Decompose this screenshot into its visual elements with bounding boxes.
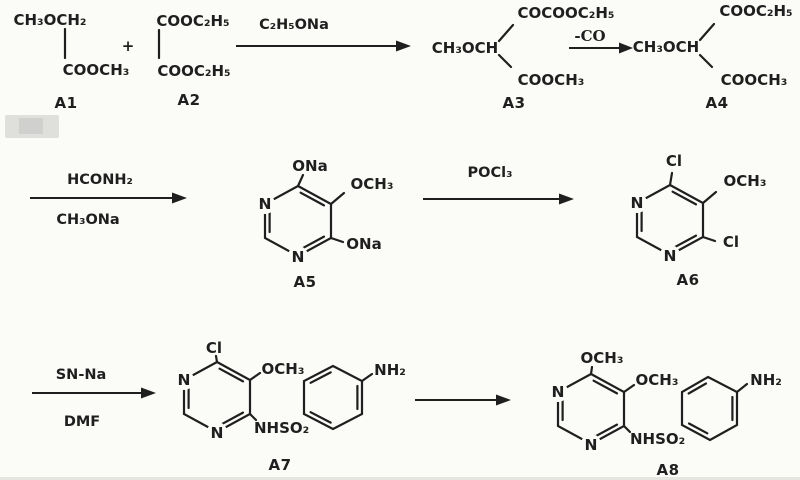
a8-label: A8 xyxy=(656,461,679,479)
a6-nitrogen-bottom: N xyxy=(664,247,677,265)
a6-substituent-top: Cl xyxy=(666,152,682,170)
a7-nitrogen-left: N xyxy=(178,371,191,389)
a4-formula-upper: COOC₂H₅ xyxy=(719,2,792,20)
a8-amine-group: NH₂ xyxy=(750,371,782,389)
a8-substituent-top: OCH₃ xyxy=(581,349,624,367)
a4-label: A4 xyxy=(705,94,728,112)
arrowhead-icon xyxy=(619,42,633,54)
a3-formula-chain: CH₃OCH xyxy=(432,39,498,57)
a8-pyrimidine-ring xyxy=(556,372,626,446)
a5-substituent-right: OCH₃ xyxy=(351,175,394,193)
a7-amine-group: NH₂ xyxy=(374,361,406,379)
reaction-arrow-step3: HCONH₂ CH₃ONa xyxy=(30,172,187,228)
a1-formula-top: CH₃OCH₂ xyxy=(13,11,86,29)
a5-nitrogen-left: N xyxy=(259,195,272,213)
a8-nitrogen-bottom: N xyxy=(585,436,598,454)
reaction-arrow-step2: -CO xyxy=(569,27,633,54)
a5-substituent-top: ONa xyxy=(292,157,327,175)
a7-sulfonamide-link: NHSO₂ xyxy=(254,419,309,437)
a8-nitrogen-left: N xyxy=(552,383,565,401)
arrowhead-icon xyxy=(141,387,156,399)
a7-substituent-top: Cl xyxy=(206,339,222,357)
a3-label: A3 xyxy=(502,94,525,112)
a7-substituent-right: OCH₃ xyxy=(262,360,305,378)
compound-a4: CH₃OCH COOC₂H₅ COOCH₃ A4 xyxy=(633,2,793,112)
a4-formula-lower: COOCH₃ xyxy=(721,71,788,89)
a7-pyrimidine-ring xyxy=(182,360,252,434)
step3-reagent-above: HCONH₂ xyxy=(67,172,133,188)
a2-formula-top: COOC₂H₅ xyxy=(156,12,229,30)
a6-label: A6 xyxy=(676,271,699,289)
a8-sulfonamide-link: NHSO₂ xyxy=(630,430,685,448)
compound-a6: N N Cl OCH₃ Cl A6 xyxy=(627,152,766,289)
step5-reagent-below: DMF xyxy=(64,414,100,430)
reaction-arrow-step6 xyxy=(415,394,511,406)
a3-formula-upper: COCOOC₂H₅ xyxy=(518,4,615,22)
arrowhead-icon xyxy=(559,193,574,205)
a1-label: A1 xyxy=(54,94,77,112)
step3-reagent-below: CH₃ONa xyxy=(56,212,119,228)
a7-nitrogen-bottom: N xyxy=(211,424,224,442)
a6-nitrogen-left: N xyxy=(631,194,644,212)
compound-a3: CH₃OCH COCOOC₂H₅ COOCH₃ A3 xyxy=(432,4,615,112)
a6-substituent-bottom-right: Cl xyxy=(723,233,739,251)
plus-operator: + xyxy=(122,37,135,55)
arrowhead-icon xyxy=(496,394,511,406)
a7-label: A7 xyxy=(268,456,291,474)
blurred-watermark xyxy=(5,115,59,138)
arrowhead-icon xyxy=(396,40,411,52)
scan-edge-artifact xyxy=(0,477,800,480)
a7-benzene-ring xyxy=(302,364,364,431)
compound-a2: COOC₂H₅ COOC₂H₅ A2 xyxy=(156,12,230,109)
reaction-arrow-step4: POCl₃ xyxy=(423,165,574,205)
compound-a5: N N ONa OCH₃ ONa A5 xyxy=(255,157,393,291)
a8-substituent-right: OCH₃ xyxy=(636,371,679,389)
a5-substituent-bottom-right: ONa xyxy=(346,235,381,253)
step4-reagent-label: POCl₃ xyxy=(468,165,513,181)
reaction-arrow-step5: SN-Na DMF xyxy=(32,367,156,430)
a2-formula-bottom: COOC₂H₅ xyxy=(157,62,230,80)
step1-reagent-label: C₂H₅ONa xyxy=(259,17,329,33)
a5-label: A5 xyxy=(293,273,316,291)
step5-reagent-above: SN-Na xyxy=(56,367,107,383)
arrowhead-icon xyxy=(172,192,187,204)
compound-a1: CH₃OCH₂ COOCH₃ A1 xyxy=(13,11,129,112)
a5-nitrogen-bottom: N xyxy=(292,248,305,266)
compound-a7: N N Cl OCH₃ NHSO₂ NH₂ A7 xyxy=(174,339,406,474)
a6-substituent-right: OCH₃ xyxy=(724,172,767,190)
a5-pyrimidine-ring xyxy=(263,184,333,258)
step2-reagent-label: -CO xyxy=(574,27,605,45)
a3-formula-lower: COOCH₃ xyxy=(518,71,585,89)
reaction-arrow-step1: C₂H₅ONa xyxy=(236,17,411,52)
a4-formula-chain: CH₃OCH xyxy=(633,38,699,56)
a2-label: A2 xyxy=(177,91,200,109)
compound-a8: N N OCH₃ OCH₃ NHSO₂ NH₂ A8 xyxy=(548,349,782,479)
a1-formula-bottom: COOCH₃ xyxy=(63,61,130,79)
a6-pyrimidine-ring xyxy=(635,183,705,257)
a8-benzene-ring xyxy=(680,375,739,442)
